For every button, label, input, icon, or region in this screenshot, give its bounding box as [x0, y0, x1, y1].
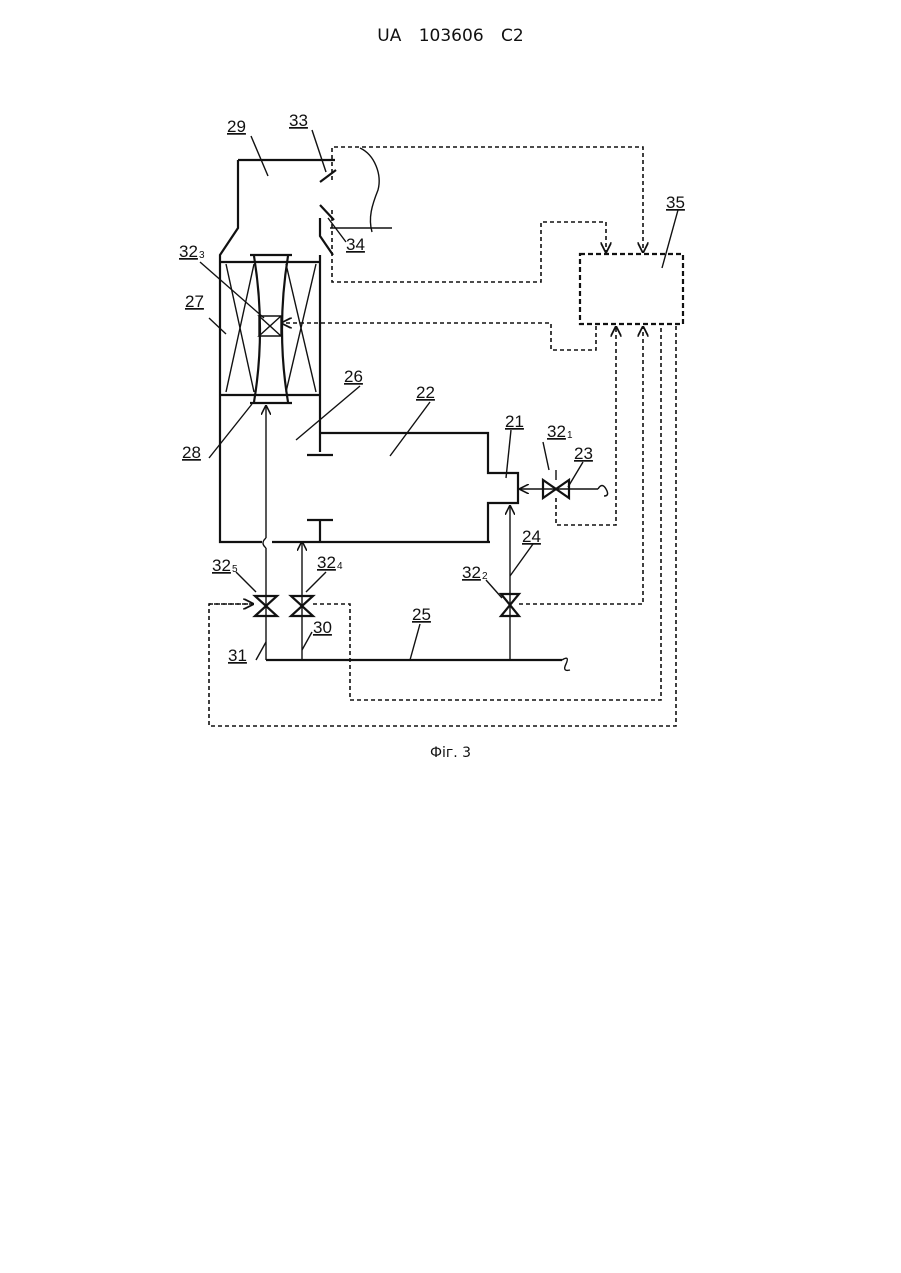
heat-exchanger-27: [220, 255, 320, 403]
label-32-2: 32: [462, 563, 481, 582]
label-35: 35: [666, 193, 685, 212]
label-32-5: 32: [212, 556, 231, 575]
label-34: 34: [346, 235, 365, 254]
label-26: 26: [344, 367, 363, 386]
label-32-2-sub: 2: [482, 571, 488, 582]
label-27: 27: [185, 292, 204, 311]
label-32-5-sub: 5: [232, 564, 238, 575]
label-24: 24: [522, 527, 541, 546]
reference-labels: 29 33 34 35 32 3 27 26 22 21 32 1 23 28 …: [179, 111, 685, 665]
label-32-4-sub: 4: [337, 561, 343, 572]
header-line-25: [266, 658, 570, 670]
signal-lines: [209, 147, 676, 726]
fuel-line-24: [501, 506, 519, 660]
label-22: 22: [416, 383, 435, 402]
air-line-23: [520, 470, 608, 498]
label-25: 25: [412, 605, 431, 624]
label-32-3-sub: 3: [199, 250, 205, 261]
label-32-3: 32: [179, 242, 198, 261]
label-30: 30: [313, 618, 332, 637]
furnace-22: [307, 433, 518, 542]
label-31: 31: [228, 646, 247, 665]
exhaust-duct: [330, 148, 392, 232]
label-29: 29: [227, 117, 246, 136]
damper-33: [320, 170, 336, 182]
label-23: 23: [574, 444, 593, 463]
figure-caption: Фіг. 3: [0, 745, 901, 761]
label-32-4: 32: [317, 553, 336, 572]
label-28: 28: [182, 443, 201, 462]
label-32-1: 32: [547, 422, 566, 441]
controller-35: [580, 254, 683, 324]
line-31: [255, 406, 277, 660]
valve-32-3: [259, 316, 281, 336]
label-21: 21: [505, 412, 524, 431]
label-32-1-sub: 1: [567, 430, 573, 441]
label-33: 33: [289, 111, 308, 130]
line-30: [291, 542, 313, 660]
